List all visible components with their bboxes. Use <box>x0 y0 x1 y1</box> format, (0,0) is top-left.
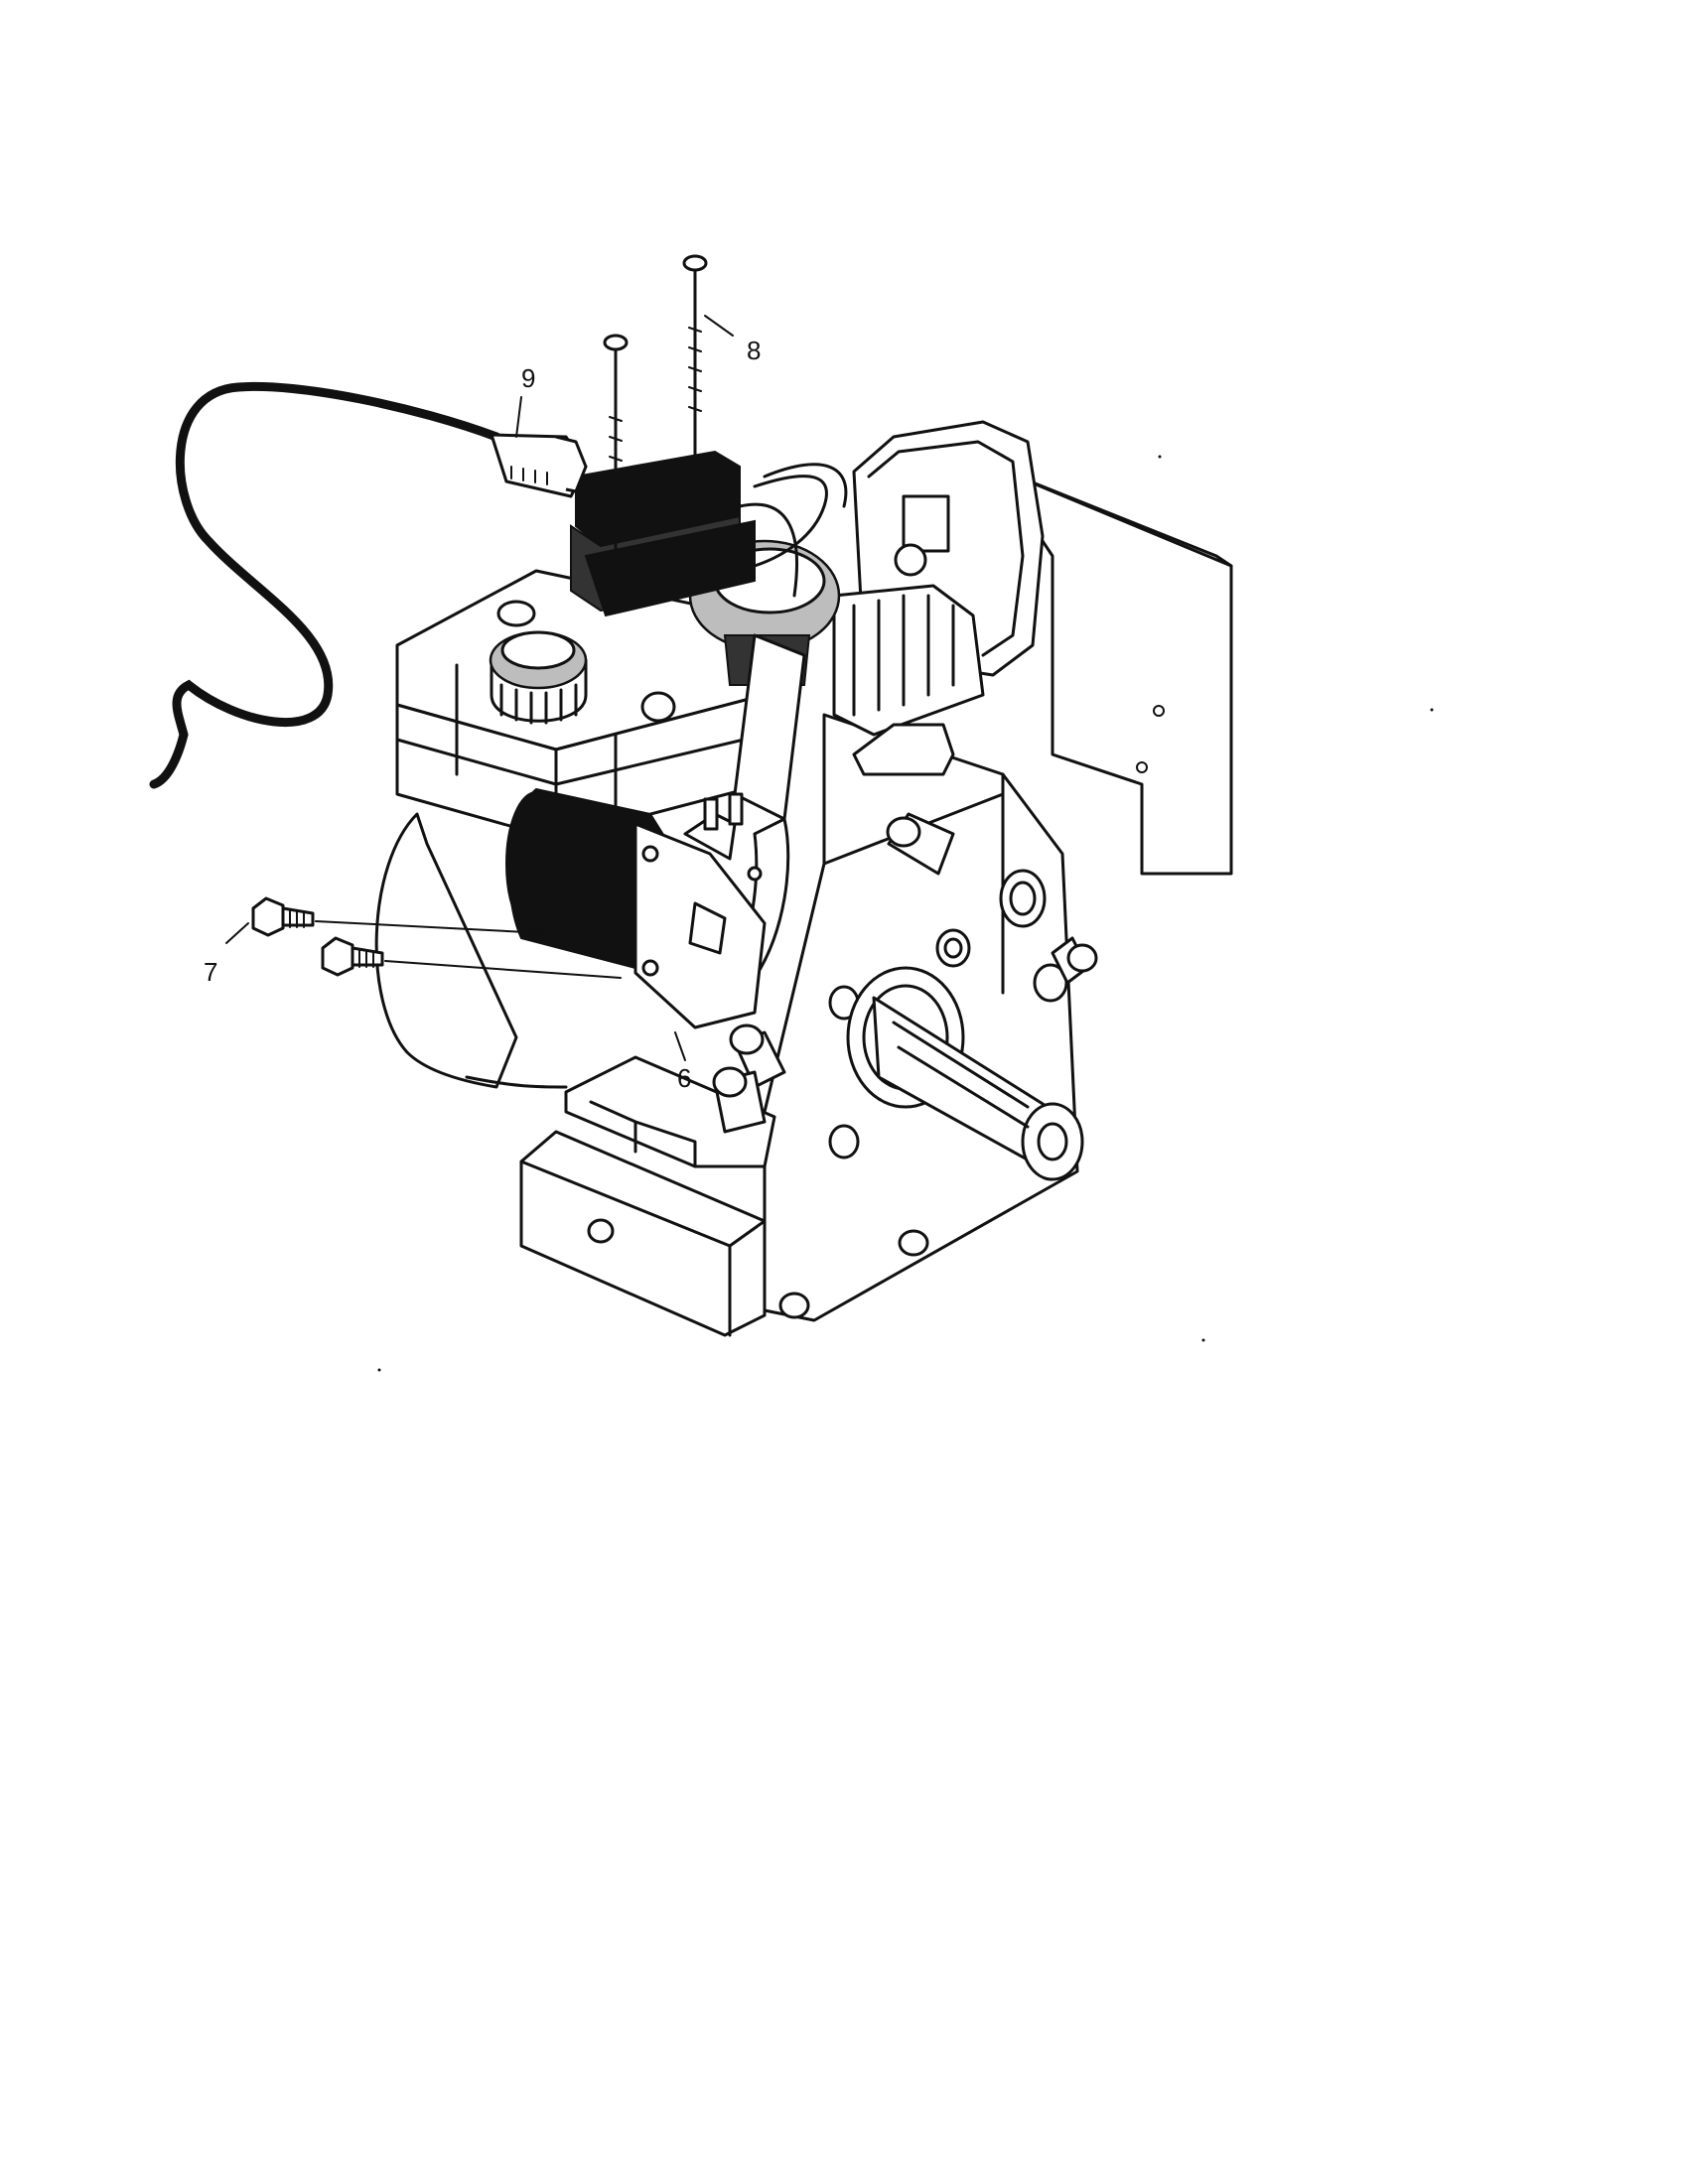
power-cord <box>149 381 588 789</box>
scan-speck <box>377 1368 381 1372</box>
starter-bolts <box>251 896 384 977</box>
mounting-plate <box>991 465 1233 876</box>
cylinder-fins <box>832 584 985 776</box>
electric-starter-motor <box>505 787 767 1029</box>
scan-speck <box>1201 1338 1205 1342</box>
mounting-screws <box>603 254 708 558</box>
scan-speck <box>1430 708 1434 712</box>
callout-8: 8 <box>747 336 761 365</box>
flywheel-housing <box>374 812 568 1089</box>
fuel-cap <box>489 600 676 725</box>
callout-7: 7 <box>204 957 217 987</box>
crankshaft <box>846 966 1084 1181</box>
callout-6: 6 <box>677 1063 691 1093</box>
engine-hardware <box>712 812 1098 1134</box>
engine-base <box>519 1055 776 1337</box>
scan-speck <box>1158 455 1162 459</box>
leader-lines <box>225 315 734 1061</box>
callout-9: 9 <box>521 363 535 393</box>
